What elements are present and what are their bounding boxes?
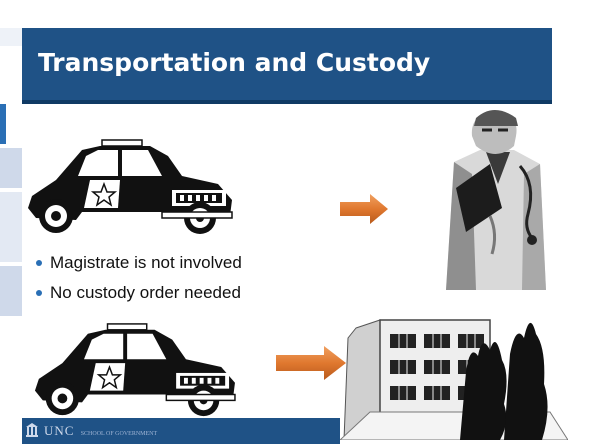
bullet-dot	[36, 290, 42, 296]
footer-logo-text: UNC	[44, 423, 75, 438]
title-band	[22, 28, 552, 104]
rail-segment	[0, 104, 6, 144]
hospital-building-icon	[340, 319, 568, 440]
bullet-item: No custody order needed	[36, 282, 242, 312]
footer-bar: UNC SCHOOL OF GOVERNMENT	[22, 418, 340, 444]
unc-well-icon	[26, 423, 38, 437]
title-underline	[22, 100, 552, 104]
right-arrow-icon	[340, 194, 388, 224]
footer-logo: UNC SCHOOL OF GOVERNMENT	[44, 423, 157, 439]
bullet-item: Magistrate is not involved	[36, 252, 242, 282]
police-car-icon	[28, 139, 233, 234]
slide-title: Transportation and Custody	[38, 48, 431, 77]
bullet-text: No custody order needed	[50, 283, 241, 302]
footer-logo-subtext: SCHOOL OF GOVERNMENT	[80, 431, 158, 437]
right-arrow-icon	[276, 346, 346, 380]
police-car-icon	[34, 323, 236, 417]
rail-segment	[0, 266, 22, 316]
bullet-list: Magistrate is not involved No custody or…	[36, 252, 242, 312]
rail-segment	[0, 28, 22, 46]
bullet-text: Magistrate is not involved	[50, 253, 242, 272]
bullet-dot	[36, 260, 42, 266]
top-strip	[0, 0, 592, 8]
left-rail	[0, 8, 24, 444]
doctor-icon	[436, 104, 556, 294]
rail-segment	[0, 192, 22, 262]
rail-segment	[0, 148, 22, 188]
